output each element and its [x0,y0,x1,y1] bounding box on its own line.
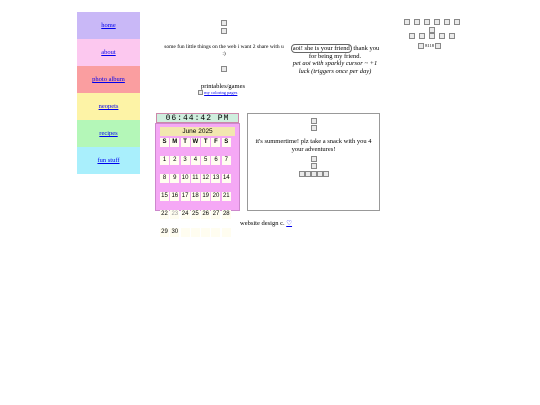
printables-heading: printables/games [200,83,246,90]
nav-neopets[interactable]: neopets [77,93,140,120]
calendar-day: 17 [180,192,190,201]
calendar-day: 22 [160,210,169,219]
calendar-empty-cell [180,228,190,237]
footer: website design c. ♡ [240,219,292,227]
snack-icon[interactable] [316,170,323,177]
broken-image-icon [449,33,455,40]
weekday-header: S [160,138,169,147]
snack-icon[interactable] [322,170,329,177]
footer-heart-link[interactable]: ♡ [286,220,293,227]
calendar-day: 15 [160,192,169,201]
broken-image-icon [418,43,424,49]
broken-image-icon [419,33,425,40]
calendar-empty-cell [211,228,221,237]
calendar-empty-cell [221,228,231,237]
calendar-day: 3 [180,156,190,165]
calendar-day: 21 [221,192,231,201]
broken-image-icon [221,66,227,72]
weekday-header: S [221,138,231,147]
counter-value: 8118 [425,43,434,49]
broken-image-icon [444,19,450,26]
weekday-header: T [180,138,190,147]
broken-image-icon [198,90,203,96]
broken-image-icon [404,19,410,26]
snack-icon[interactable] [304,170,311,177]
broken-image-icon [429,33,435,40]
calendar-day: 10 [180,174,190,183]
broken-image-icon [221,20,227,26]
pet-line-1: pet aoi with sparkly cursor ~ +1 [292,60,378,67]
broken-image-icon [429,26,435,33]
calendar-day: 12 [201,174,211,183]
broken-image-icon [409,33,415,40]
broken-image-icon [435,43,442,49]
calendar-day: 11 [190,174,200,183]
summer-message: it's summertime! plz take a snack with y… [255,138,372,153]
nav-about[interactable]: about [77,39,140,66]
nav-home[interactable]: home [77,12,140,39]
calendar-day: 9 [170,174,180,183]
smiley-text: :) [222,51,226,57]
calendar-day: 20 [211,192,221,201]
friend-thanks: thank you for being my friend. [308,45,380,60]
calendar-day: 28 [221,210,231,219]
calendar-day: 19 [201,192,211,201]
broken-image-icon [310,117,317,124]
stamp-row-2 [408,27,456,45]
calendar-day: 16 [170,192,180,201]
broken-image-icon [439,33,445,40]
broken-image-icon [221,28,227,34]
stamp-row-1 [402,18,462,33]
calendar-day: 7 [221,156,231,165]
calendar-day: 23 [170,210,180,219]
calendar-day: 18 [190,192,200,201]
calendar-day: 5 [201,156,211,165]
coloring-pages-link[interactable]: my coloring pages [198,90,237,96]
calendar-day: 14 [221,174,231,183]
calendar-day: 30 [170,228,180,237]
broken-image-icon [454,19,460,26]
nav-recipes[interactable]: recipes [77,120,140,147]
weekday-header: W [190,138,200,147]
snack-icon[interactable] [298,170,305,177]
calendar-empty-cell [201,228,211,237]
calendar-day: 2 [170,156,180,165]
nav-fun-stuff[interactable]: fun stuff [77,147,140,174]
broken-image-icon [414,19,420,26]
calendar-day: 27 [211,210,221,219]
snack-row [248,170,379,178]
hit-counter: 8118 [418,43,442,49]
pet-line-2: luck (triggers once per day) [298,67,372,75]
broken-image-icon [434,19,440,26]
friend-badge[interactable]: aoi! she is your friend [290,44,352,53]
broken-image-icon [310,155,317,162]
broken-image-icon [424,19,430,26]
calendar-day: 1 [160,156,169,165]
sidebar-nav: home about photo album neopets recipes f… [77,12,140,174]
calendar-empty-cell [190,228,200,237]
calendar-day: 29 [160,228,169,237]
nav-photo-album[interactable]: photo album [77,66,140,93]
calendar-day: 13 [211,174,221,183]
footer-text: website design c. [240,220,287,227]
calendar-day: 8 [160,174,169,183]
calendar-day: 26 [201,210,211,219]
calendar-day: 4 [190,156,200,165]
weekday-header: F [211,138,221,147]
weekday-header: T [201,138,211,147]
snack-icon[interactable] [310,170,317,177]
calendar-day: 25 [190,210,200,219]
calendar-day: 6 [211,156,221,165]
calendar-day: 24 [180,210,190,219]
calendar-month: June 2025 [160,127,235,136]
intro-text: some fun little things on the web i want… [164,44,284,57]
digital-clock: 06:44:42 PM [156,113,239,123]
weekday-header: M [170,138,180,147]
broken-image-icon [310,125,317,132]
friend-block: aoi! she is your friend thank you for be… [288,44,382,75]
summer-box: it's summertime! plz take a snack with y… [247,113,380,211]
broken-image-icon [310,163,317,170]
